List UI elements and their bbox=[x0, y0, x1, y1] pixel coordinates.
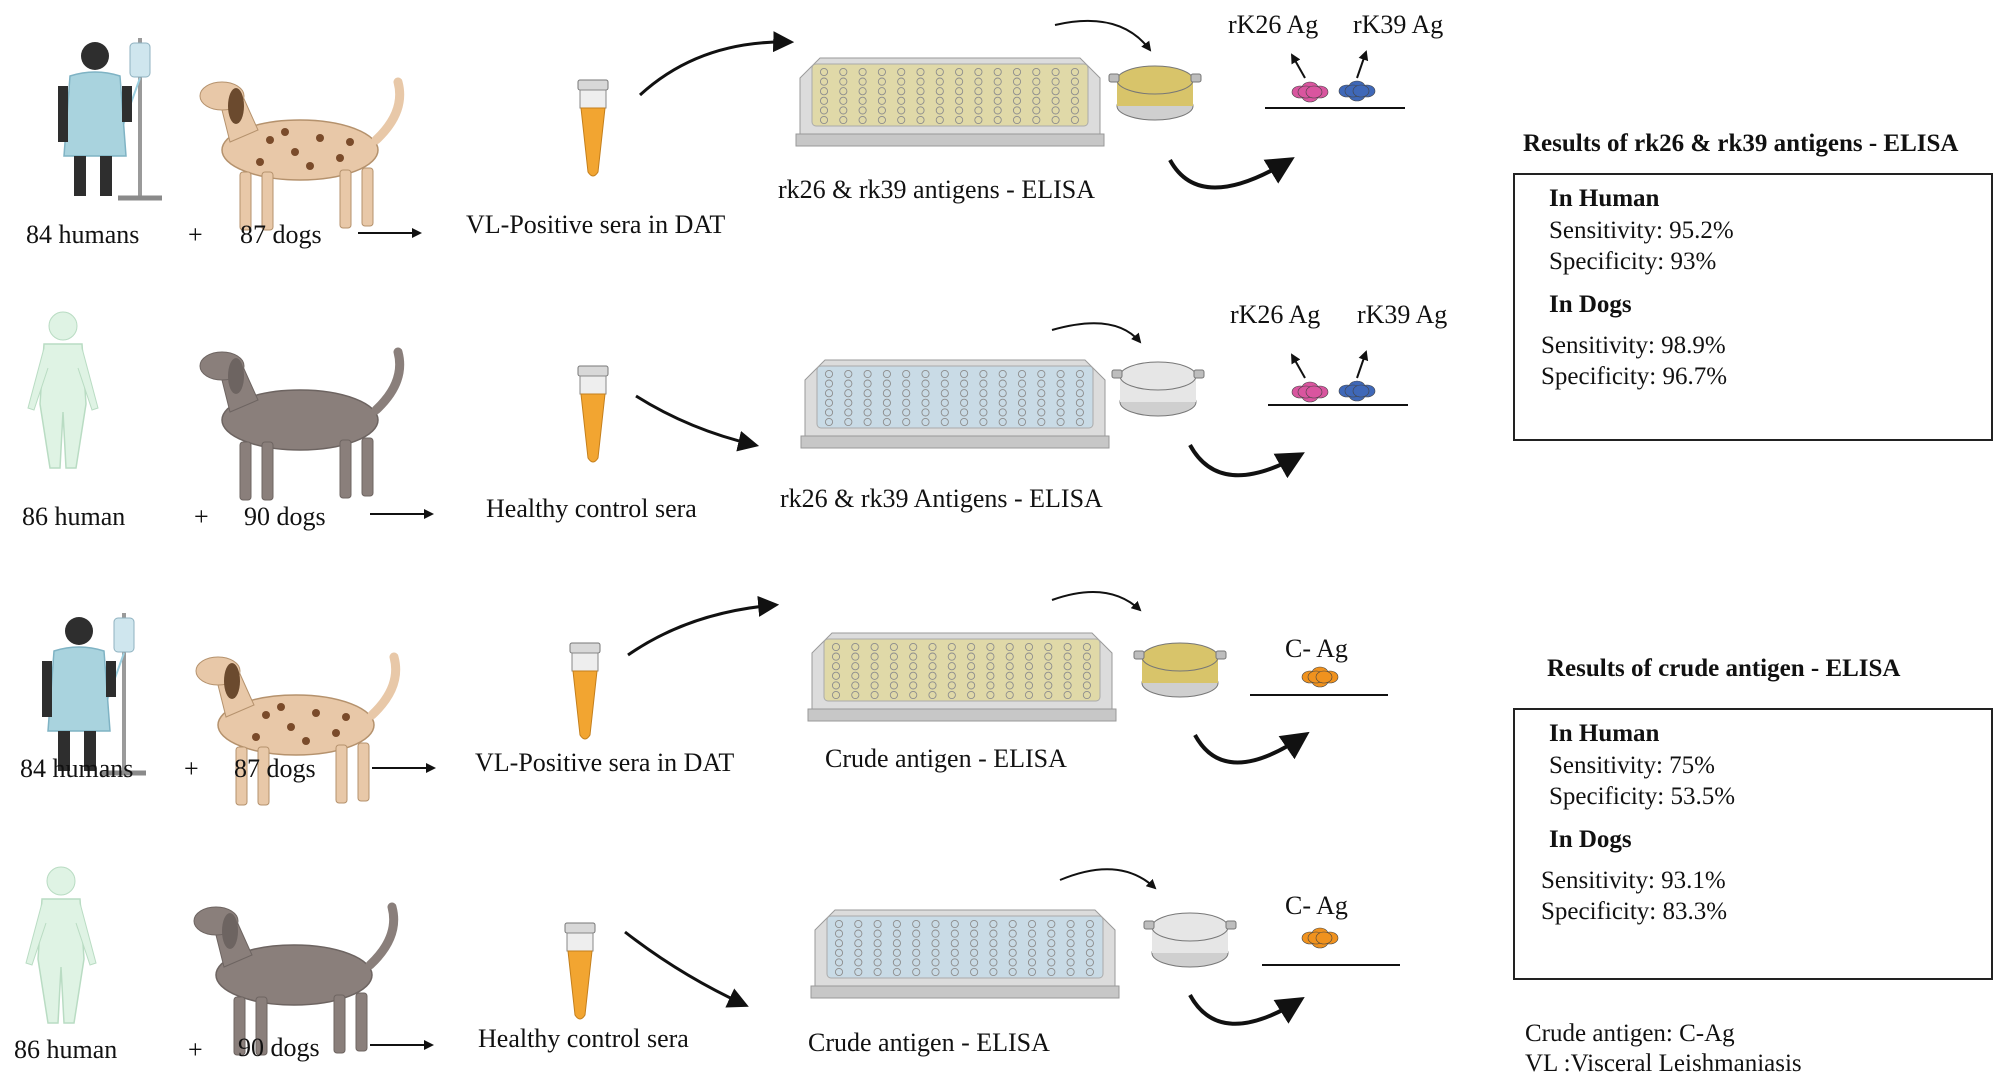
human-count: 86 human bbox=[14, 1035, 118, 1064]
antigen-label-crude: C- Ag bbox=[1285, 634, 1348, 663]
flow-arrow bbox=[1188, 444, 1305, 479]
sera-label: VL-Positive sera in DAT bbox=[466, 210, 726, 239]
assay-label: rk26 & rk39 antigens - ELISA bbox=[778, 175, 1096, 204]
footnote-vl: VL :Visceral Leishmaniasis bbox=[1525, 1050, 1802, 1077]
human-count: 84 humans bbox=[20, 754, 134, 783]
sera-label: VL-Positive sera in DAT bbox=[475, 748, 735, 777]
human-count: 86 human bbox=[22, 502, 126, 531]
flow-arrow bbox=[1054, 19, 1152, 52]
flow-arrow bbox=[1059, 868, 1157, 890]
dogs-specificity: Specificity: 83.3% bbox=[1541, 898, 1728, 925]
flow-arrow bbox=[1193, 731, 1310, 765]
results-box-crude: In Human Sensitivity: 75% Specificity: 5… bbox=[1513, 708, 1993, 980]
dogs-heading: In Dogs bbox=[1549, 826, 1632, 853]
plus-sign: + bbox=[188, 220, 203, 249]
dogs-heading: In Dogs bbox=[1549, 291, 1632, 318]
flow-arrow bbox=[1188, 994, 1305, 1026]
dog-count: 90 dogs bbox=[238, 1033, 320, 1062]
flow-arrow bbox=[624, 930, 749, 1008]
human-specificity: Specificity: 93% bbox=[1549, 248, 1717, 275]
results-box-recombinant: In Human Sensitivity: 95.2% Specificity:… bbox=[1513, 173, 1993, 441]
flow-arrow bbox=[635, 394, 760, 452]
dog-count: 90 dogs bbox=[244, 502, 326, 531]
row-illustrations bbox=[25, 866, 1400, 1056]
dog-count: 87 dogs bbox=[234, 754, 316, 783]
plus-sign: + bbox=[194, 502, 209, 531]
results-title-crude: Results of crude antigen - ELISA bbox=[1547, 655, 1901, 682]
assay-label: rk26 & rk39 Antigens - ELISA bbox=[780, 484, 1103, 513]
human-heading: In Human bbox=[1549, 185, 1660, 212]
flow-arrow bbox=[1168, 157, 1295, 190]
dogs-specificity: Specificity: 96.7% bbox=[1541, 363, 1728, 390]
antigen-label-rk39: rK39 Ag bbox=[1357, 300, 1448, 329]
label-pointer bbox=[1356, 350, 1369, 379]
assay-label: Crude antigen - ELISA bbox=[808, 1028, 1050, 1057]
antigen-label-rk26: rK26 Ag bbox=[1230, 300, 1321, 329]
human-sensitivity: Sensitivity: 95.2% bbox=[1549, 217, 1734, 244]
row-illustrations bbox=[58, 19, 1405, 238]
sera-label: Healthy control sera bbox=[478, 1024, 689, 1053]
human-count: 84 humans bbox=[26, 220, 140, 249]
label-pointer bbox=[1291, 53, 1306, 79]
human-sensitivity: Sensitivity: 75% bbox=[1549, 752, 1715, 779]
antigen-label-rk26: rK26 Ag bbox=[1228, 10, 1319, 39]
antigen-label-rk39: rK39 Ag bbox=[1353, 10, 1444, 39]
results-title-recombinant: Results of rk26 & rk39 antigens - ELISA bbox=[1523, 130, 1959, 157]
flow-arrow bbox=[1051, 591, 1142, 612]
sera-label: Healthy control sera bbox=[486, 494, 697, 523]
flow-arrow bbox=[1051, 322, 1142, 344]
dogs-sensitivity: Sensitivity: 98.9% bbox=[1541, 332, 1726, 359]
dogs-sensitivity: Sensitivity: 93.1% bbox=[1541, 867, 1726, 894]
flow-arrow bbox=[638, 31, 795, 97]
human-specificity: Specificity: 53.5% bbox=[1549, 783, 1736, 810]
plus-sign: + bbox=[184, 754, 199, 783]
row-illustrations bbox=[42, 591, 1388, 806]
row-illustrations bbox=[27, 311, 1408, 519]
assay-label: Crude antigen - ELISA bbox=[825, 744, 1067, 773]
antigen-label-crude: C- Ag bbox=[1285, 891, 1348, 920]
plus-sign: + bbox=[188, 1035, 203, 1064]
label-pointer bbox=[1291, 353, 1306, 379]
label-pointer bbox=[1356, 50, 1369, 79]
human-heading: In Human bbox=[1549, 720, 1660, 747]
footnote-crude-antigen: Crude antigen: C-Ag bbox=[1525, 1020, 1735, 1047]
flow-arrow bbox=[627, 595, 780, 657]
dog-count: 87 dogs bbox=[240, 220, 322, 249]
